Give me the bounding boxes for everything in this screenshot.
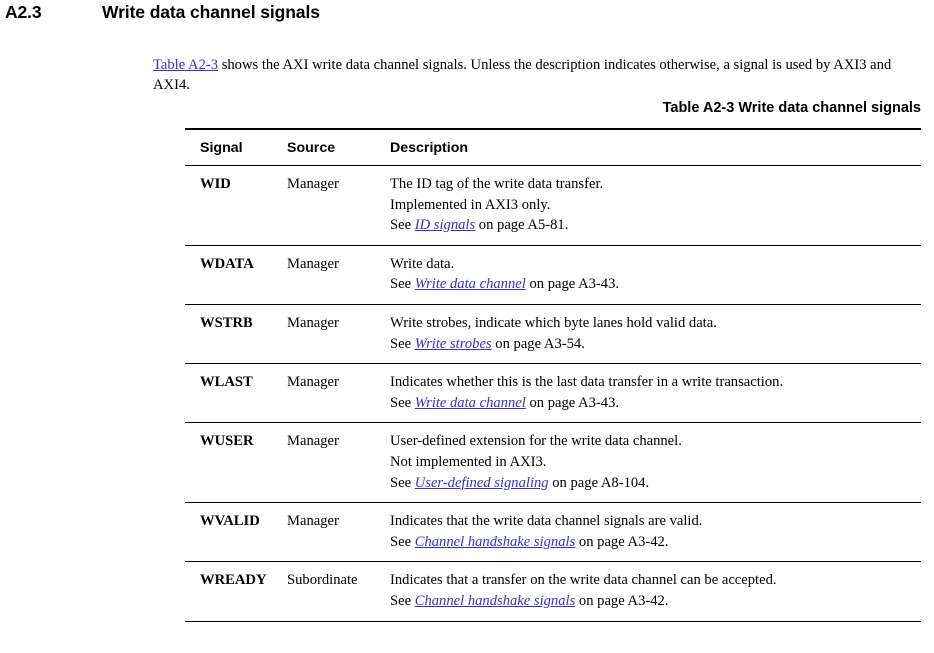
cross-reference-link[interactable]: Write data channel (414, 394, 526, 411)
signal-description-cell: Indicates whether this is the last data … (390, 363, 921, 424)
signal-name-cell: WDATA (185, 245, 287, 305)
signal-source-cell: Manager (287, 422, 390, 504)
signal-name-cell: WVALID (185, 502, 287, 563)
see-label: See (390, 394, 415, 411)
table-a2-3-link[interactable]: Table A2-3 (153, 56, 219, 73)
signal-name-cell: WUSER (185, 422, 287, 504)
column-header-signal: Signal (185, 128, 287, 166)
description-line: See Write data channel on page A3-43. (390, 274, 915, 295)
signal-description-cell: Write strobes, indicate which byte lanes… (390, 304, 921, 365)
description-line: See User-defined signaling on page A8-10… (390, 473, 915, 494)
page-reference: on page A3-43. (525, 394, 620, 411)
section-number: A2.3 (5, 2, 42, 22)
signal-description-cell: Indicates that the write data channel si… (390, 502, 921, 563)
page-reference: on page A5-81. (475, 217, 569, 234)
see-label: See (390, 533, 415, 550)
signal-name-cell: WID (185, 165, 287, 246)
description-line: Write data. (390, 255, 455, 272)
cross-reference-link[interactable]: Write data channel (414, 276, 526, 293)
signal-name-cell: WLAST (185, 363, 287, 424)
description-line: User-defined extension for the write dat… (390, 433, 682, 450)
cross-reference-link[interactable]: User-defined signaling (414, 474, 549, 491)
signal-description-cell: The ID tag of the write data transfer. Im… (390, 165, 921, 246)
cross-reference-link[interactable]: Channel handshake signals (414, 592, 576, 609)
description-line: The ID tag of the write data transfer. (390, 176, 604, 192)
description-line: Indicates whether this is the last data … (390, 374, 784, 391)
description-line: Implemented in AXI3 only. (390, 196, 551, 213)
cross-reference-link[interactable]: Write strobes (414, 335, 492, 352)
see-label: See (390, 335, 415, 352)
see-label: See (390, 217, 415, 234)
section-title: Write data channel signals (102, 2, 320, 22)
page-reference: on page A3-43. (525, 276, 620, 293)
see-label: See (390, 276, 415, 293)
description-line: Indicates that the write data channel si… (390, 513, 703, 530)
signal-source-cell: Manager (287, 502, 390, 563)
intro-text: shows the AXI write data channel signals… (153, 56, 892, 94)
signal-source-cell: Manager (287, 304, 390, 365)
see-label: See (390, 474, 415, 491)
table-header: Signal Source Description (185, 128, 921, 166)
table-header-row: Signal Source Description (185, 128, 921, 166)
signal-description-cell: Indicates that a transfer on the write d… (390, 561, 921, 622)
column-header-source: Source (287, 128, 390, 166)
description-line: See Write strobes on page A3-54. (390, 334, 915, 355)
intro-paragraph: Table A2-3 shows the AXI write data chan… (153, 55, 923, 96)
description-line: Not implemented in AXI3. (390, 453, 547, 470)
page-reference: on page A3-42. (575, 592, 669, 609)
signal-name-cell: WREADY (185, 561, 287, 622)
signal-source-cell: Manager (287, 363, 390, 424)
page-title: A2.3 Write data channel signals (5, 2, 925, 23)
description-line: Write strobes, indicate which byte lanes… (390, 314, 717, 331)
description-line: Indicates that a transfer on the write d… (390, 572, 777, 589)
description-line: See Write data channel on page A3-43. (390, 393, 915, 414)
description-line: See Channel handshake signals on page A3… (390, 591, 915, 612)
table-caption: Table A2-3 Write data channel signals (662, 100, 921, 116)
page-reference: on page A3-42. (575, 533, 669, 550)
signal-source-cell: Subordinate (287, 561, 390, 622)
signal-source-cell: Manager (287, 165, 390, 246)
see-label: See (390, 592, 415, 609)
signal-description-cell: User-defined extension for the write dat… (390, 422, 921, 504)
column-header-description: Description (390, 128, 921, 166)
signal-source-cell: Manager (287, 245, 390, 305)
signal-name-cell: WSTRB (185, 304, 287, 365)
cross-reference-link[interactable]: ID signals (414, 217, 476, 234)
description-line: See ID signals on page A5-81. (390, 215, 915, 236)
page-reference: on page A8-104. (548, 474, 650, 491)
cross-reference-link[interactable]: Channel handshake signals (414, 533, 576, 550)
page-reference: on page A3-54. (491, 335, 585, 352)
signal-description-cell: Write data. See Write data channel on pag… (390, 245, 921, 305)
description-line: See Channel handshake signals on page A3… (390, 532, 915, 553)
